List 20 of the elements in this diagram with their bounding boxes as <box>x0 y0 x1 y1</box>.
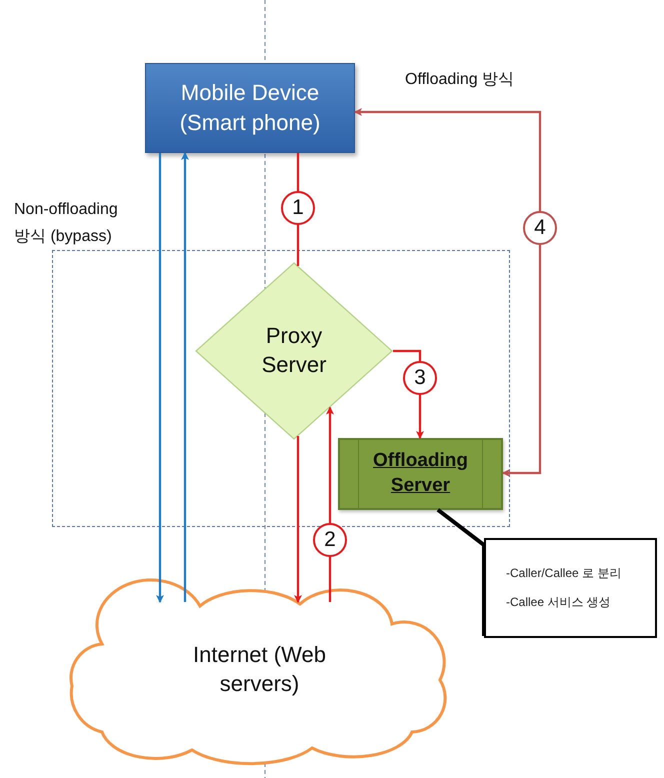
server-box <box>338 438 503 510</box>
arrow <box>156 153 164 603</box>
node-text: Offloading Server <box>372 449 469 498</box>
leader-line <box>436 508 486 636</box>
device-box <box>145 63 355 153</box>
annotation-text: Non-offloading 방식 (bypass) <box>14 200 119 248</box>
arrow <box>354 108 542 477</box>
arrow <box>181 152 189 602</box>
edge-label: 3 <box>403 361 437 395</box>
node-text: Proxy Server <box>260 322 328 379</box>
edge-label: 1 <box>281 191 315 225</box>
note-box <box>484 538 657 638</box>
arrow <box>294 436 302 603</box>
edge-label: 2 <box>313 523 347 557</box>
edge-label: 4 <box>523 211 557 245</box>
node-text: Mobile Device (Smart phone) <box>178 79 322 137</box>
node-text: -Caller/Callee 로 분리 <box>506 565 622 582</box>
annotation-text: Offloading 방식 <box>405 70 516 90</box>
node-text: Internet (Web servers) <box>192 640 327 698</box>
node-text: -Callee 서비스 생성 <box>506 594 611 611</box>
